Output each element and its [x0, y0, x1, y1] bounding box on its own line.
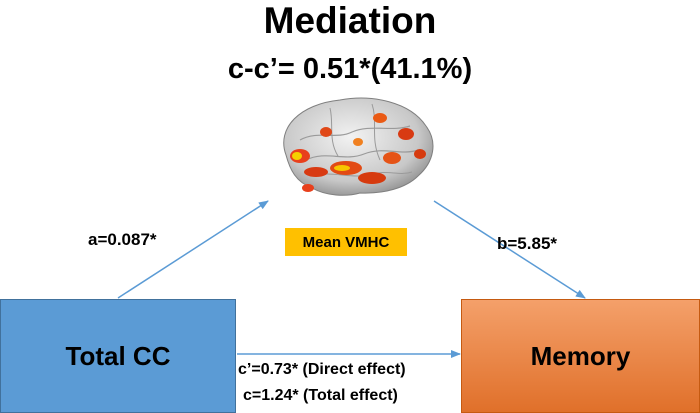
mediator-node: Mean VMHC	[285, 228, 407, 256]
path-a-arrow	[117, 200, 269, 299]
outcome-node: Memory	[461, 299, 700, 413]
path-b-label: b=5.85*	[497, 234, 558, 253]
path-b-arrow	[433, 200, 586, 299]
path-a-label: a=0.087*	[88, 230, 157, 249]
direct-effect-label: c’=0.73* (Direct effect)	[238, 361, 406, 378]
predictor-node: Total CC	[0, 299, 236, 413]
total-effect-label: c=1.24* (Total effect)	[243, 387, 398, 404]
diagram-title: Mediation	[263, 0, 437, 41]
brain-image	[283, 97, 434, 196]
indirect-effect-label: c-c’= 0.51*(41.1%)	[227, 53, 473, 85]
